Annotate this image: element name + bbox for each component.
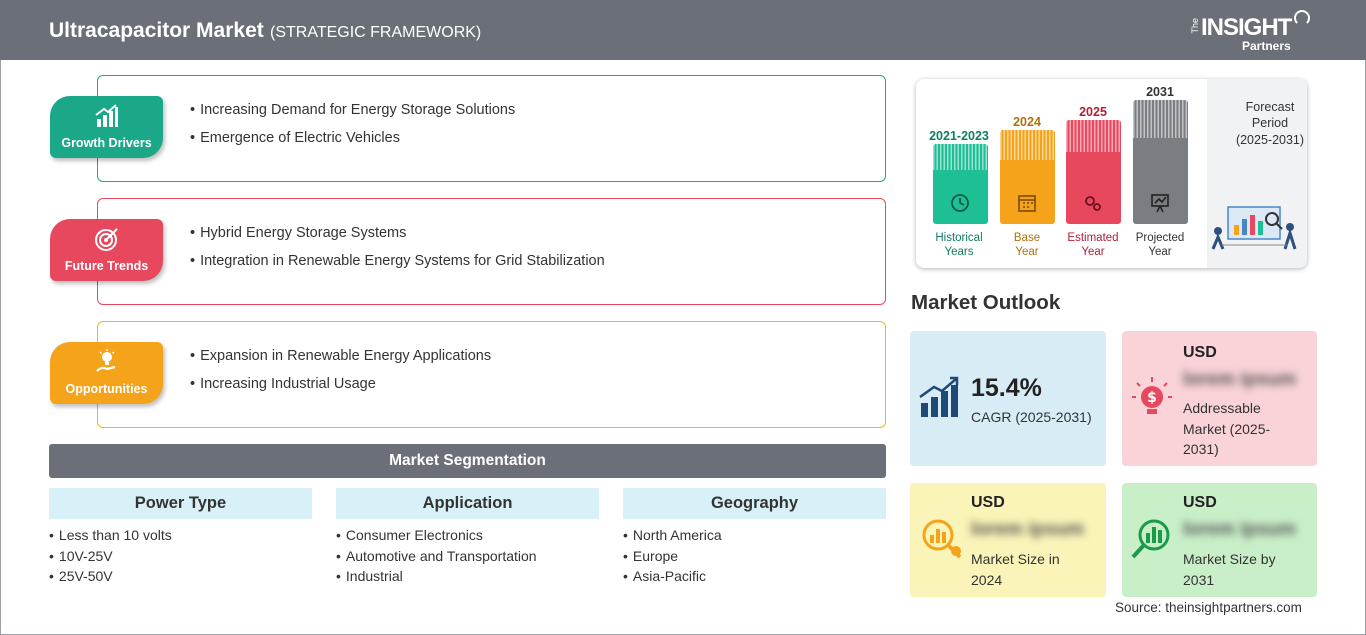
market-size-2024-usd: USD — [971, 494, 1005, 511]
analysts-dashboard-icon — [1211, 206, 1297, 250]
gears-icon — [1085, 196, 1101, 211]
future-trends-badge: Future Trends — [50, 219, 163, 281]
logo-partners: Partners — [1242, 39, 1291, 53]
future-trends-list: Hybrid Energy Storage Systems Integratio… — [190, 219, 605, 275]
future-trends-label: Future Trends — [64, 259, 149, 273]
history-clock-icon — [951, 194, 969, 212]
bar-year-projected: 2031 — [1146, 85, 1174, 99]
list-item: 25V-50V — [49, 566, 312, 587]
bar-year-base: 2024 — [1013, 115, 1041, 129]
list-item: Increasing Demand for Energy Storage Sol… — [190, 96, 515, 124]
opportunities-label: Opportunities — [65, 382, 148, 396]
list-item: 10V-25V — [49, 546, 312, 567]
forecast-range: (2025-2031) — [1235, 133, 1305, 147]
list-item: Automotive and Transportation — [336, 546, 599, 567]
logo-swirl-icon — [1294, 10, 1310, 26]
market-outlook-title: Market Outlook — [911, 291, 1061, 314]
growth-drivers-card: Increasing Demand for Energy Storage Sol… — [97, 75, 886, 182]
future-trends-card: Hybrid Energy Storage Systems Integratio… — [97, 198, 886, 305]
opportunities-list: Expansion in Renewable Energy Applicatio… — [190, 342, 491, 398]
segment-geography: Geography North America Europe Asia-Paci… — [623, 488, 886, 587]
rising-bars-icon — [919, 376, 959, 417]
list-item: Hybrid Energy Storage Systems — [190, 219, 605, 247]
list-item: Consumer Electronics — [336, 525, 599, 546]
lightbulb-hand-icon — [96, 349, 116, 372]
presentation-icon — [1151, 194, 1169, 213]
header-bar: Ultracapacitor Market (STRATEGIC FRAMEWO… — [0, 0, 1366, 60]
market-size-2031-value-blurred: lorem ipsum — [1183, 519, 1296, 540]
list-item: Industrial — [336, 566, 599, 587]
segment-header: Geography — [623, 488, 886, 519]
growth-drivers-label: Growth Drivers — [61, 136, 152, 150]
page-subtitle: (STRATEGIC FRAMEWORK) — [270, 24, 482, 41]
market-size-2031-usd: USD — [1183, 494, 1217, 511]
list-item: North America — [623, 525, 886, 546]
bar-estimated — [1066, 120, 1121, 224]
list-item: Integration in Renewable Energy Systems … — [190, 247, 605, 275]
addressable-value-blurred: lorem ipsum — [1183, 369, 1296, 390]
list-item: Expansion in Renewable Energy Applicatio… — [190, 342, 491, 370]
list-item: Less than 10 volts — [49, 525, 312, 546]
bar-historical — [933, 144, 988, 224]
list-item: Emergence of Electric Vehicles — [190, 124, 515, 152]
bar-year-estimated: 2025 — [1079, 105, 1107, 119]
bar-year-historical: 2021-2023 — [929, 129, 989, 143]
calendar-icon — [1018, 195, 1036, 212]
target-icon — [95, 228, 118, 251]
source-citation[interactable]: Source: theinsightpartners.com — [1115, 600, 1302, 615]
opportunities-card: Expansion in Renewable Energy Applicatio… — [97, 321, 886, 428]
list-item: Europe — [623, 546, 886, 567]
list-item: Asia-Pacific — [623, 566, 886, 587]
opportunities-badge: Opportunities — [50, 342, 163, 404]
segment-header: Application — [336, 488, 599, 519]
bar-projected — [1133, 100, 1188, 224]
market-segmentation-header: Market Segmentation — [49, 444, 886, 478]
insight-partners-logo[interactable]: The INSIGHT Partners — [1190, 10, 1310, 54]
segment-application: Application Consumer Electronics Automot… — [336, 488, 599, 587]
magnifier-bars-icon — [1131, 519, 1170, 559]
segment-power-type: Power Type Less than 10 volts 10V-25V 25… — [49, 488, 312, 587]
page-title: Ultracapacitor Market — [49, 19, 264, 42]
svg-text:$: $ — [1147, 390, 1157, 406]
growth-chart-icon — [95, 104, 118, 127]
logo-the: The — [1190, 18, 1200, 34]
cagr-value: 15.4% — [971, 374, 1042, 402]
addressable-usd: USD — [1183, 344, 1217, 361]
growth-drivers-list: Increasing Demand for Energy Storage Sol… — [190, 96, 515, 152]
cagr-label: CAGR (2025-2031) — [971, 409, 1092, 425]
magnifier-chart-icon — [922, 519, 962, 559]
list-item: Increasing Industrial Usage — [190, 370, 491, 398]
cagr-box: 15.4% CAGR (2025-2031) — [910, 331, 1106, 466]
segment-header: Power Type — [49, 488, 312, 519]
dollar-bulb-icon: $ — [1132, 377, 1172, 414]
market-size-2024-value-blurred: lorem ipsum — [971, 519, 1084, 540]
bar-base — [1000, 130, 1055, 224]
growth-drivers-badge: Growth Drivers — [50, 96, 163, 158]
logo-insight: INSIGHT — [1201, 14, 1292, 41]
